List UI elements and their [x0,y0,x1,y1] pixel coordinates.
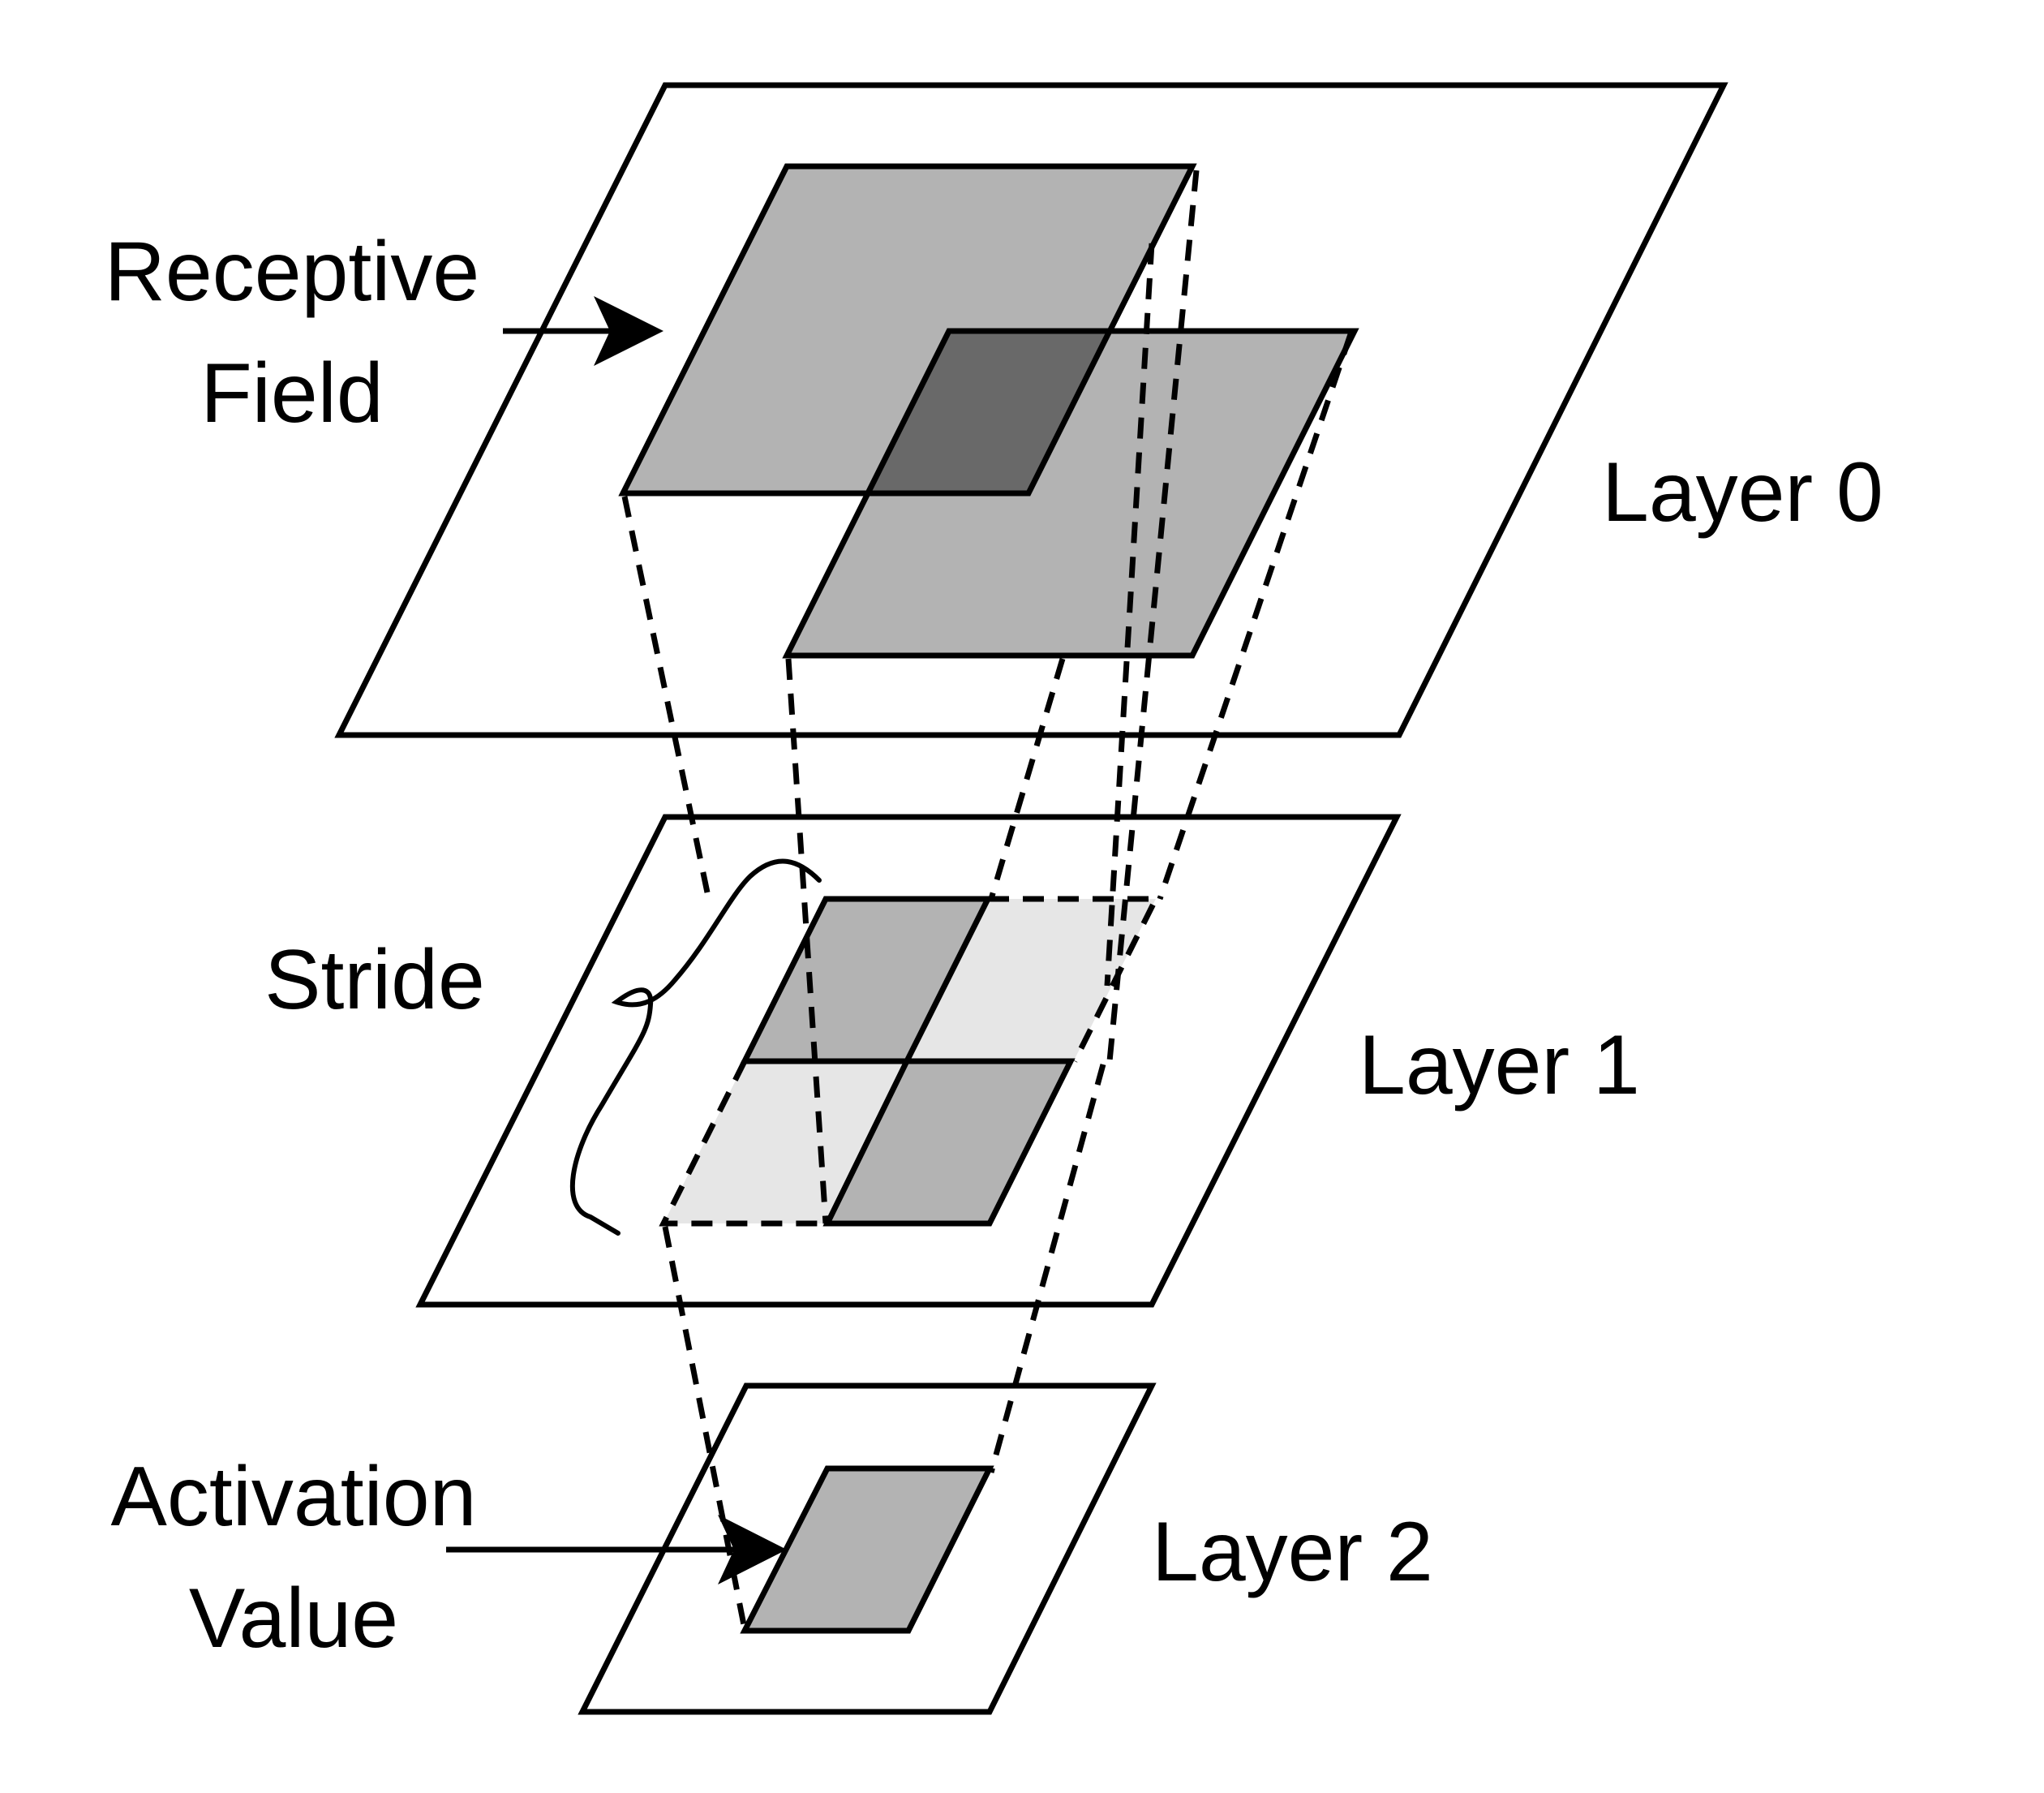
activation-value-arrow-head [718,1515,787,1584]
activation-value-label-line2: Value [189,1572,398,1666]
projection-line-0e [1106,170,1200,1062]
activation-value-label-line1: Activation [111,1450,477,1544]
projection-line-1b [988,1064,1106,1473]
stride-label: Stride [264,933,485,1027]
layer-2-label: Layer 2 [1152,1505,1433,1599]
layer-2-activation [740,1465,994,1634]
layer-1-window-border-bottom [659,1060,827,1227]
projection-line-0f [1104,243,1155,987]
receptive-field-label-line1: Receptive [105,225,479,319]
layer-1-label: Layer 1 [1359,1018,1640,1112]
stride-brace [569,858,822,1236]
receptive-field-label-line2: Field [200,346,383,441]
layer-0-label: Layer 0 [1602,445,1883,540]
layer-1-window-border-top [988,896,1161,1063]
projection-line-0d [1157,333,1354,901]
projection-line-0b [785,658,829,1224]
receptive-field-arrow-head [594,296,663,366]
layer-1-activation-bottom-right [822,1058,1076,1227]
receptive-field-overlap [863,328,1114,497]
projection-line-0c [988,658,1066,900]
